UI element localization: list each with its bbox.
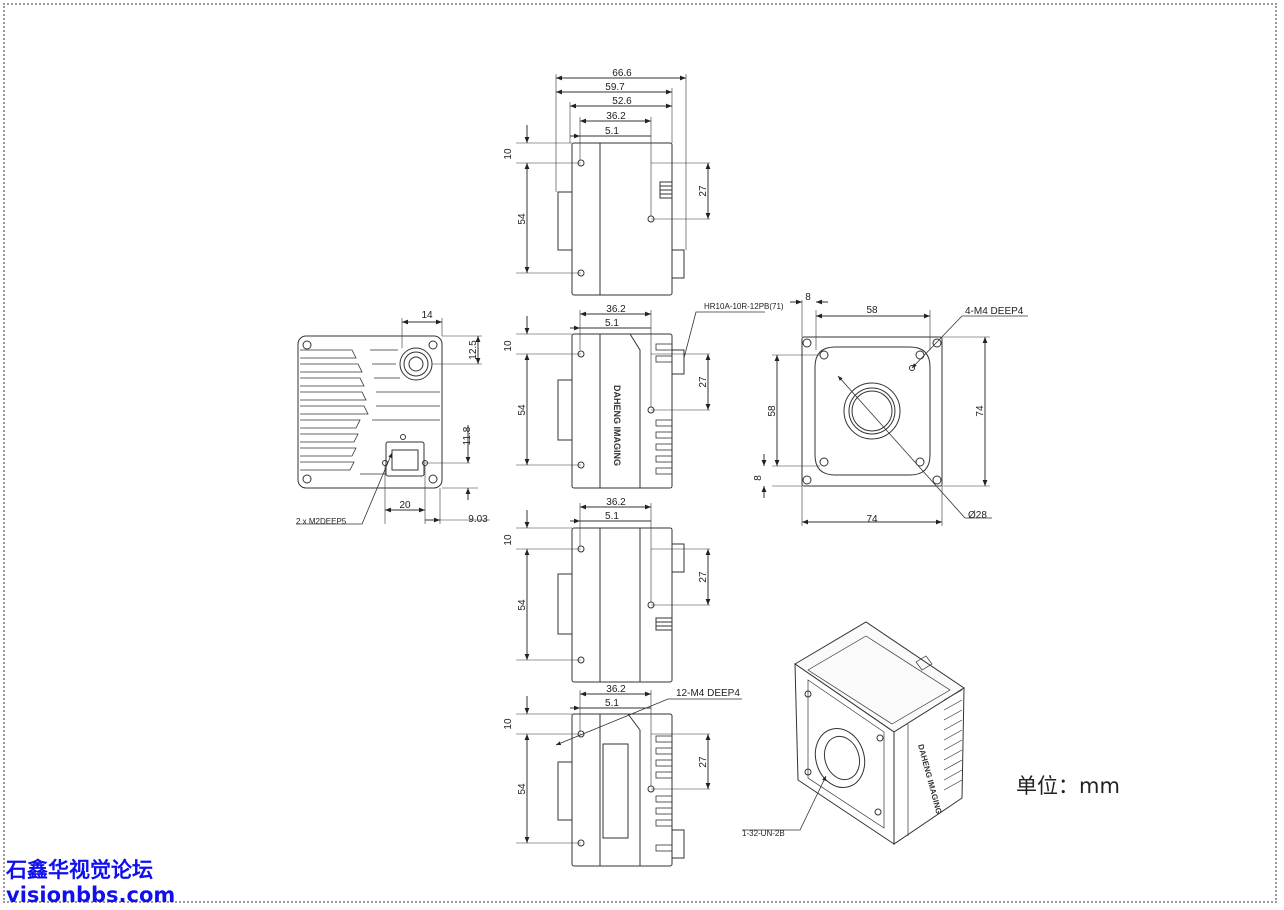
rear-view <box>296 318 490 525</box>
dim-5-1: 5.1 <box>605 698 619 709</box>
dim-8-left: 8 <box>753 475 764 481</box>
dim-8-top: 8 <box>805 292 811 303</box>
dim-54: 54 <box>517 404 528 416</box>
dim-5-1: 5.1 <box>605 126 619 137</box>
isometric-view <box>742 621 965 845</box>
dim-27: 27 <box>698 376 709 388</box>
mount-label: 1-32-UN-2B <box>742 829 785 838</box>
dim-59-7: 59.7 <box>605 82 625 93</box>
dim-9-03: 9.03 <box>468 514 488 525</box>
dim-10: 10 <box>503 148 514 160</box>
dim-27: 27 <box>698 185 709 197</box>
front-view <box>761 299 1028 526</box>
screws-label: 2 x M2DEEP5 <box>296 517 347 526</box>
dim-14: 14 <box>421 310 433 321</box>
side-view-1 <box>516 310 765 489</box>
dim-5-1: 5.1 <box>605 318 619 329</box>
bottom-view <box>516 690 742 867</box>
side-view-2 <box>516 503 711 683</box>
dim-27: 27 <box>698 571 709 583</box>
dim-36-2: 36.2 <box>606 304 626 315</box>
dim-58-left: 58 <box>767 405 778 417</box>
dim-20: 20 <box>399 500 411 511</box>
dim-12-5: 12.5 <box>468 340 479 360</box>
dim-10: 10 <box>503 534 514 546</box>
dim-36-2: 36.2 <box>606 111 626 122</box>
dim-66-6: 66.6 <box>612 68 632 79</box>
dim-74-bottom: 74 <box>866 514 878 525</box>
connector-label: HR10A-10R-12PB(71) <box>704 302 784 311</box>
dim-36-2: 36.2 <box>606 497 626 508</box>
dim-54: 54 <box>517 783 528 795</box>
dim-52-6: 52.6 <box>612 96 632 107</box>
watermark-line1: 石鑫华视觉论坛 <box>6 858 153 882</box>
holes-label: 12-M4 DEEP4 <box>676 688 740 699</box>
dim-10: 10 <box>503 340 514 352</box>
units-label: 单位：mm <box>1016 774 1120 798</box>
dim-54: 54 <box>517 599 528 611</box>
dim-74-right: 74 <box>975 405 986 417</box>
watermark-line2: visionbbs.com <box>6 883 176 907</box>
svg-text:DAHENG IMAGING: DAHENG IMAGING <box>612 385 622 466</box>
dim-54: 54 <box>517 213 528 225</box>
top-view <box>516 74 711 296</box>
dim-58-top: 58 <box>866 305 878 316</box>
drawing-frame <box>3 3 1277 903</box>
dim-11-8: 11.8 <box>462 426 473 445</box>
dim-5-1: 5.1 <box>605 511 619 522</box>
dim-27: 27 <box>698 756 709 768</box>
dim-10: 10 <box>503 718 514 730</box>
brand-mark-side: DAHENG IMAGING <box>612 385 622 466</box>
bore-label: Ø28 <box>968 510 987 521</box>
dim-36-2: 36.2 <box>606 684 626 695</box>
front-holes-label: 4-M4 DEEP4 <box>965 306 1024 317</box>
